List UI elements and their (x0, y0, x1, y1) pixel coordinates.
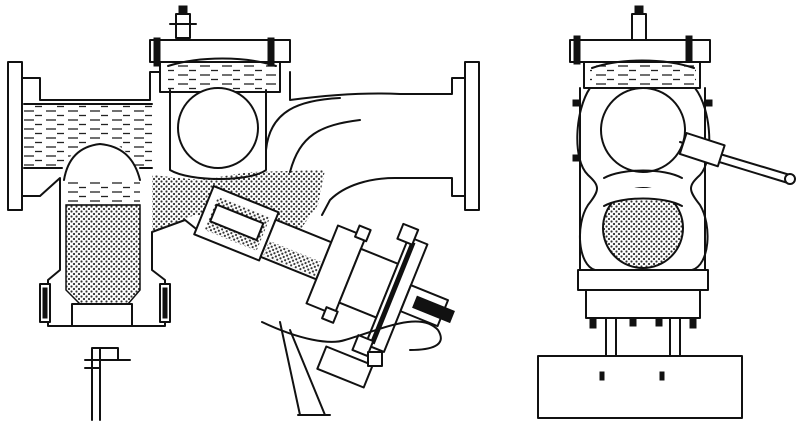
end-foundation (537, 355, 743, 419)
lower-bolt (367, 351, 383, 367)
strainer-dome (63, 143, 141, 181)
outlet-flange (464, 61, 480, 211)
outlet-elbow (265, 97, 361, 173)
ball-float (177, 87, 259, 169)
lever-pivot (678, 132, 726, 168)
end-base-block (585, 289, 701, 319)
end-section-view (537, 5, 796, 419)
support-foot (84, 347, 131, 421)
drain-cap (71, 303, 133, 327)
end-ball-float (600, 87, 686, 173)
strainer-basket-liquid-top (66, 182, 140, 205)
drain-bolts (39, 283, 171, 323)
angled-actuator (193, 185, 455, 357)
side-section-view (7, 5, 480, 421)
float-chamber-top (149, 5, 291, 93)
support-legs (279, 321, 331, 416)
end-support-posts (605, 317, 681, 357)
inlet-flange (7, 61, 23, 211)
inlet-liquid (24, 104, 152, 168)
float-cage (169, 89, 267, 180)
end-vent (631, 13, 647, 41)
lower-body-lobe (261, 320, 442, 351)
strainer-basket (65, 204, 141, 305)
end-base-plate (577, 269, 709, 291)
lower-bolt-flange (316, 345, 374, 389)
outlet-pipe-outline (289, 71, 466, 216)
